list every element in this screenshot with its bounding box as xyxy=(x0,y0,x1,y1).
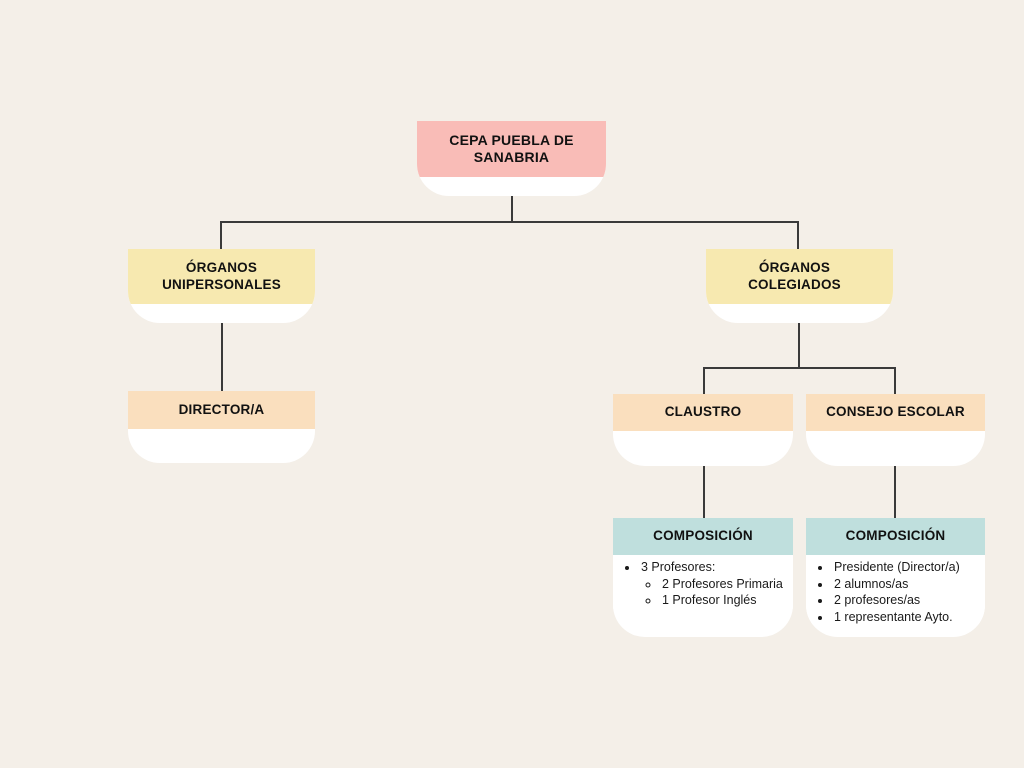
list-item: Presidente (Director/a) xyxy=(832,559,981,576)
composicion-claustro-title: COMPOSICIÓN xyxy=(653,528,753,544)
list-item-label: 1 Profesor Inglés xyxy=(662,593,757,607)
composicion-consejo-title: COMPOSICIÓN xyxy=(845,528,946,544)
node-claustro[interactable]: CLAUSTRO xyxy=(613,394,793,466)
consejo-title: CONSEJO ESCOLAR xyxy=(826,404,965,420)
connector-root-stem xyxy=(511,190,513,222)
node-composicion-claustro[interactable]: COMPOSICIÓN 3 Profesores: 2 Profesores P… xyxy=(613,518,793,637)
list-item-label: 1 representante Ayto. xyxy=(834,609,953,624)
node-director[interactable]: DIRECTOR/A xyxy=(128,391,315,463)
claustro-title: CLAUSTRO xyxy=(664,404,742,420)
root-title-line2: SANABRIA xyxy=(473,149,550,165)
composicion-claustro-sublist: 2 Profesores Primaria 1 Profesor Inglés xyxy=(641,576,789,609)
node-composicion-consejo-escolar[interactable]: COMPOSICIÓN Presidente (Director/a) 2 al… xyxy=(806,518,985,637)
root-title-line1: CEPA PUEBLA DE xyxy=(449,131,574,148)
connector-consejo-to-composicion xyxy=(894,460,896,519)
colegiados-title-line1: ÓRGANOS xyxy=(758,259,831,275)
list-item-label: Presidente (Director/a) xyxy=(834,560,960,574)
connector-unipersonales-to-director xyxy=(221,317,223,392)
list-item: 2 profesores/as xyxy=(832,592,981,609)
connector-colegiados-bus xyxy=(703,367,896,369)
unipersonales-title-line1: ÓRGANOS xyxy=(185,259,258,275)
connector-to-unipersonales xyxy=(220,221,222,250)
list-item-label: 2 profesores/as xyxy=(834,593,921,607)
connector-claustro-to-composicion xyxy=(703,460,705,519)
connector-to-claustro xyxy=(703,367,705,395)
node-header-colegiados: ÓRGANOS COLEGIADOS xyxy=(706,249,893,304)
node-header-root: CEPA PUEBLA DE SANABRIA xyxy=(417,121,606,177)
node-body-composicion-claustro: 3 Profesores: 2 Profesores Primaria 1 Pr… xyxy=(613,559,793,609)
list-item-label: 2 alumnos/as xyxy=(834,576,909,591)
node-header-composicion-claustro: COMPOSICIÓN xyxy=(613,518,793,555)
composicion-claustro-list: 3 Profesores: 2 Profesores Primaria 1 Pr… xyxy=(613,559,789,609)
list-item: 1 representante Ayto. xyxy=(832,609,981,626)
node-header-director: DIRECTOR/A xyxy=(128,391,315,429)
connector-to-colegiados xyxy=(797,221,799,250)
node-body-composicion-consejo: Presidente (Director/a) 2 alumnos/as 2 p… xyxy=(806,559,985,625)
connector-root-bus xyxy=(220,221,799,223)
node-organos-colegiados[interactable]: ÓRGANOS COLEGIADOS xyxy=(706,249,893,323)
node-header-claustro: CLAUSTRO xyxy=(613,394,793,431)
list-item: 2 Profesores Primaria xyxy=(660,576,789,593)
list-item: 2 alumnos/as xyxy=(832,576,981,593)
node-header-composicion-consejo: COMPOSICIÓN xyxy=(806,518,985,555)
list-item: 3 Profesores: 2 Profesores Primaria 1 Pr… xyxy=(639,559,789,609)
node-consejo-escolar[interactable]: CONSEJO ESCOLAR xyxy=(806,394,985,466)
director-title: DIRECTOR/A xyxy=(178,401,265,417)
list-item: 1 Profesor Inglés xyxy=(660,592,789,609)
node-header-consejo: CONSEJO ESCOLAR xyxy=(806,394,985,431)
node-header-unipersonales: ÓRGANOS UNIPERSONALES xyxy=(128,249,315,304)
unipersonales-title-line2: UNIPERSONALES xyxy=(162,276,281,292)
colegiados-title-line2: COLEGIADOS xyxy=(748,276,841,292)
node-cepa-puebla-de-sanabria[interactable]: CEPA PUEBLA DE SANABRIA xyxy=(417,121,606,196)
list-item-label: 3 Profesores: xyxy=(641,560,716,574)
composicion-consejo-list: Presidente (Director/a) 2 alumnos/as 2 p… xyxy=(806,559,981,625)
connector-to-consejo xyxy=(894,367,896,395)
connector-colegiados-stem xyxy=(798,317,800,368)
list-item-label: 2 Profesores Primaria xyxy=(662,576,783,591)
node-organos-unipersonales[interactable]: ÓRGANOS UNIPERSONALES xyxy=(128,249,315,323)
